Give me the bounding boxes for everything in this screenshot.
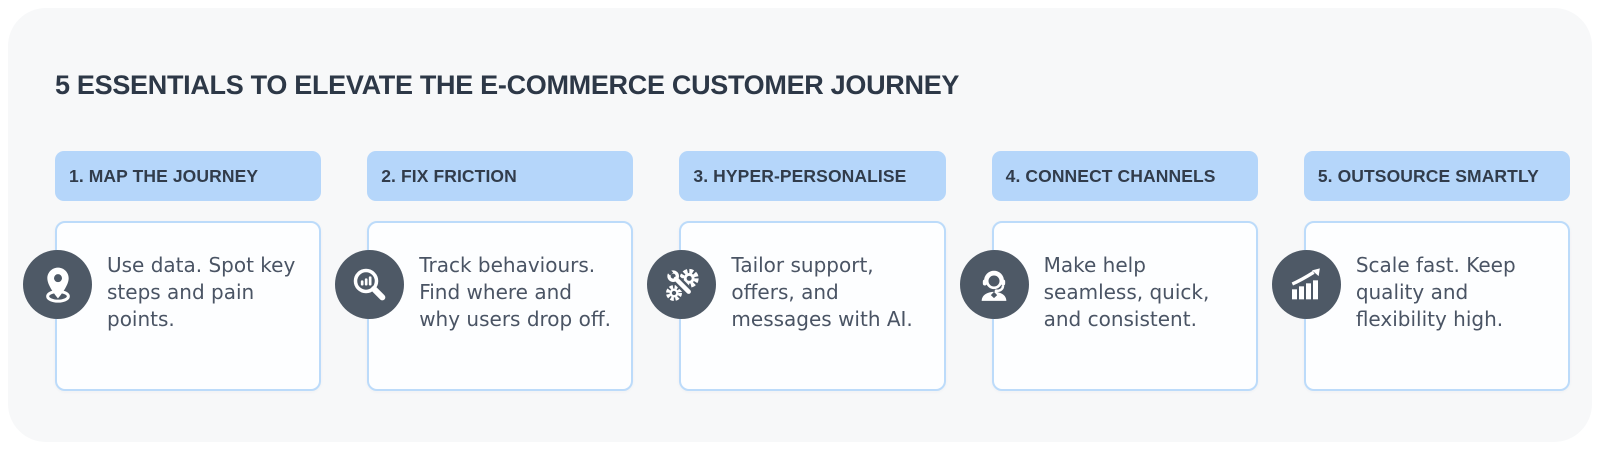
step-1-badge: 1. MAP THE JOURNEY [55,151,322,201]
step-4-card: Make help seamless, quick, and consisten… [959,221,1258,391]
cards-row: 1. MAP THE JOURNEY Use data. Spot key st… [23,151,1571,391]
step-3-description: Tailor support, offers, and messages wit… [731,253,913,331]
step-2-card: Track behaviours. Find where and why use… [335,221,634,391]
step-5-description: Scale fast. Keep quality and flexibility… [1355,253,1516,331]
step-2-column: 2. FIX FRICTION Track behaviours. Find w… [335,151,634,391]
step-5-badge: 5. OUTSOURCE SMARTLY [1303,151,1571,201]
step-1-card: Use data. Spot key steps and pain points… [23,221,322,391]
step-3-column: 3. HYPER-PERSONALISE [647,151,946,391]
search-analytics-icon [335,250,405,319]
step-2-badge: 2. FIX FRICTION [367,151,634,201]
step-2-description: Track behaviours. Find where and why use… [419,253,611,331]
step-4-badge: 4. CONNECT CHANNELS [991,151,1258,201]
page-title: 5 ESSENTIALS TO ELEVATE THE E-COMMERCE C… [55,70,960,100]
step-1-column: 1. MAP THE JOURNEY Use data. Spot key st… [23,151,322,391]
infographic-panel: 5 ESSENTIALS TO ELEVATE THE E-COMMERCE C… [8,8,1592,442]
step-5-card: Scale fast. Keep quality and flexibility… [1271,221,1571,391]
step-4-column: 4. CONNECT CHANNELS Make help seamless, … [959,151,1258,391]
headset-agent-icon [959,250,1029,319]
step-5-column: 5. OUTSOURCE SMARTLY Scale fast. Keep qu… [1271,151,1571,391]
step-4-description: Make help seamless, quick, and consisten… [1043,253,1210,331]
step-3-badge: 3. HYPER-PERSONALISE [679,151,946,201]
step-3-card: Tailor support, offers, and messages wit… [647,221,946,391]
step-1-description: Use data. Spot key steps and pain points… [107,253,296,331]
growth-chart-icon [1271,250,1341,319]
gears-wrench-icon [647,250,717,319]
location-pin-icon [23,250,92,319]
